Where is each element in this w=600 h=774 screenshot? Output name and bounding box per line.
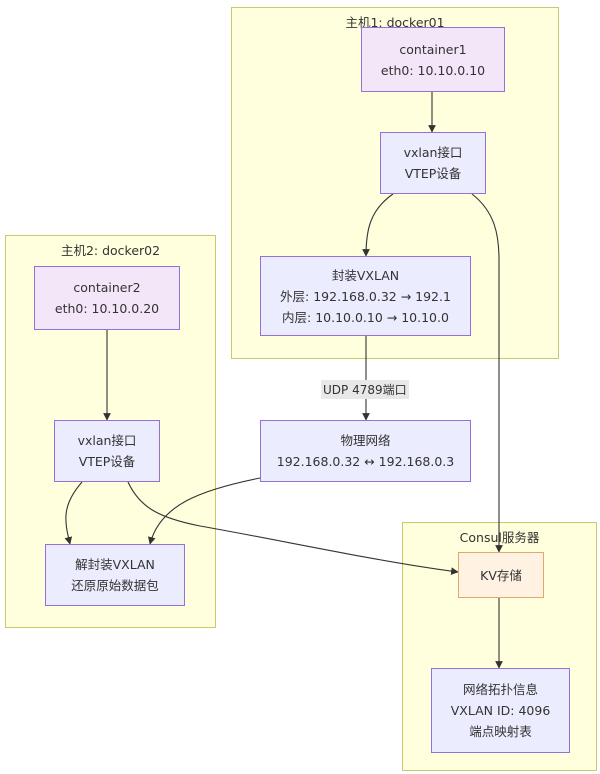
- node-decap-line2: 还原原始数据包: [71, 578, 159, 593]
- node-physnet-line2: 192.168.0.32 ↔ 192.168.0.3: [276, 454, 455, 469]
- node-encap-line2: 外层: 192.168.0.32 → 192.1: [280, 288, 451, 304]
- node-topology-line3: 端点映射表: [469, 724, 532, 739]
- node-encap-line1: 封装VXLAN: [331, 267, 400, 283]
- node-container2-line1: container2: [73, 280, 141, 295]
- node-topology-line1: 网络拓扑信息: [462, 682, 538, 697]
- node-vtep1-line2: VTEP设备: [404, 166, 462, 181]
- node-vtep2-line1: vxlan接口: [77, 433, 137, 448]
- cluster-host2-title: 主机2: docker02: [60, 243, 161, 258]
- node-decap-line1: 解封装VXLAN: [75, 557, 155, 572]
- cluster-consul-title: Consul服务器: [459, 530, 540, 545]
- edge-label-udp: UDP 4789端口: [321, 380, 409, 399]
- node-container1-line2: eth0: 10.10.0.10: [380, 62, 486, 78]
- node-topology-line2: VXLAN ID: 4096: [450, 703, 551, 718]
- node-decap: 解封装VXLAN 还原原始数据包: [45, 544, 185, 606]
- node-encap-line3: 内层: 10.10.0.10 → 10.10.0: [282, 309, 449, 325]
- node-container1-line1: container1: [399, 41, 467, 57]
- node-physnet: 物理网络 192.168.0.32 ↔ 192.168.0.3: [260, 420, 471, 482]
- node-physnet-line1: 物理网络: [340, 433, 391, 448]
- node-container1: container1 eth0: 10.10.0.10: [361, 27, 505, 92]
- node-topology: 网络拓扑信息 VXLAN ID: 4096 端点映射表: [431, 668, 570, 753]
- node-container2: container2 eth0: 10.10.0.20: [34, 266, 180, 330]
- node-kv-line1: KV存储: [480, 567, 522, 583]
- cluster-host1-title: 主机1: docker01: [345, 15, 445, 30]
- node-vtep1: vxlan接口 VTEP设备: [380, 132, 486, 194]
- node-encap: 封装VXLAN 外层: 192.168.0.32 → 192.1 内层: 10.…: [260, 256, 471, 336]
- node-vtep1-line1: vxlan接口: [403, 145, 463, 160]
- node-container2-line2: eth0: 10.10.0.20: [54, 301, 160, 316]
- node-vtep2-line2: VTEP设备: [78, 454, 136, 469]
- node-kv: KV存储: [458, 552, 544, 598]
- node-vtep2: vxlan接口 VTEP设备: [54, 420, 160, 482]
